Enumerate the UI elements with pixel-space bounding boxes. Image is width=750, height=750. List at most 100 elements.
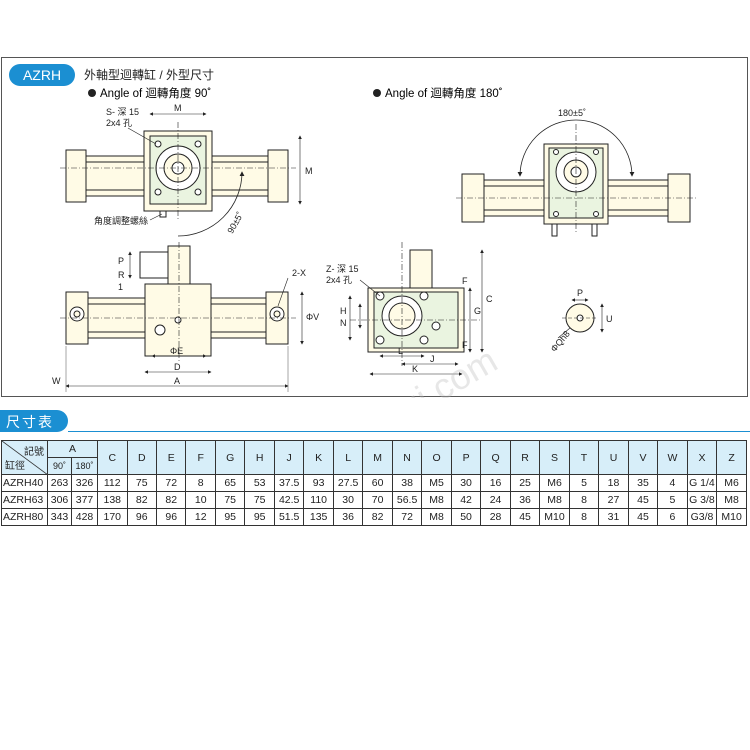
table-cell: M10: [539, 508, 570, 526]
dim-f-bottom: F: [462, 340, 468, 350]
table-cell: 24: [480, 491, 511, 509]
table-cell: 6: [657, 508, 688, 526]
table-cell: 96: [126, 508, 157, 526]
technical-drawing: AZRH 外軸型迴轉缸 / 外型尺寸 Angle of 迴轉角度 90˚ Ang…: [0, 56, 750, 398]
table-cell: 138: [97, 491, 128, 509]
table-cell: M6: [539, 474, 570, 492]
table-cell: 82: [362, 508, 393, 526]
col-header-e: E: [155, 440, 187, 475]
table-cell: 45: [627, 508, 659, 526]
table-cell: 45: [509, 508, 541, 526]
angle-90-label: 90±5˚: [225, 210, 245, 235]
table-cell: 75: [244, 491, 275, 509]
table-cell: 30: [450, 474, 482, 492]
table-cell: 28: [480, 508, 511, 526]
two-x-label: 2-X: [292, 268, 306, 278]
table-cell: 75: [126, 474, 157, 492]
col-header-a-90: 90˚: [47, 457, 72, 475]
col-header-a-180: 180˚: [70, 457, 99, 475]
col-header-c: C: [97, 440, 128, 475]
col-header-g: G: [214, 440, 246, 475]
col-header-n: N: [391, 440, 423, 475]
table-cell: 95: [244, 508, 275, 526]
dimension-table: 記號 缸徑 A C D E F G H J K L M N O P Q R S …: [1, 440, 747, 526]
model-cell: AZRH40: [1, 474, 48, 492]
col-header-x: X: [686, 440, 718, 475]
s-holes-label: 2x4 孔: [106, 118, 132, 128]
col-header-m: M: [362, 440, 393, 475]
table-cell: M8: [421, 508, 452, 526]
adjust-screw-label: 角度調整螺絲: [94, 215, 148, 226]
table-cell: 95: [214, 508, 246, 526]
model-cell: AZRH80: [1, 508, 48, 526]
table-cell: 75: [214, 491, 246, 509]
table-cell: 31: [598, 508, 629, 526]
table-cell: 110: [303, 491, 334, 509]
view-shaft: [557, 298, 604, 339]
table-cell: M8: [539, 491, 570, 509]
table-cell: 16: [480, 474, 511, 492]
view-side: [348, 242, 484, 376]
dim-j: J: [430, 354, 435, 364]
table-cell: 343: [47, 508, 72, 526]
dim-p-shaft: P: [577, 288, 583, 298]
col-header-z: Z: [716, 440, 747, 475]
table-cell: 170: [97, 508, 128, 526]
table-cell: 56.5: [391, 491, 423, 509]
dim-m-right: M: [305, 166, 313, 176]
table-cell: 5: [657, 491, 688, 509]
col-header-f: F: [185, 440, 216, 475]
col-header-s: S: [539, 440, 570, 475]
dim-r-front: R: [118, 270, 125, 280]
dim-phiq: ΦQh8: [549, 329, 572, 354]
table-cell: G3/8: [686, 508, 718, 526]
table-cell: M5: [421, 474, 452, 492]
col-header-w: W: [657, 440, 688, 475]
col-header-q: Q: [480, 440, 511, 475]
table-cell: 45: [627, 491, 659, 509]
table-cell: 326: [70, 474, 99, 492]
drawing-title: 外軸型迴轉缸 / 外型尺寸: [84, 67, 214, 82]
dim-one-front: 1: [118, 282, 123, 292]
table-cell: 72: [391, 508, 423, 526]
col-header-t: T: [568, 440, 600, 475]
table-cell: 8: [568, 491, 600, 509]
table-cell: 263: [47, 474, 72, 492]
table-cell: 10: [185, 491, 216, 509]
col-header-o: O: [421, 440, 452, 475]
table-cell: 36: [332, 508, 364, 526]
col-header-d: D: [126, 440, 157, 475]
table-cell: 93: [303, 474, 334, 492]
bullet-icon: [88, 89, 96, 97]
dim-phie: ΦE: [170, 346, 183, 356]
table-cell: 42.5: [273, 491, 305, 509]
table-cell: 50: [450, 508, 482, 526]
table-cell: 82: [126, 491, 157, 509]
table-cell: G 3/8: [686, 491, 718, 509]
col-header-h: H: [244, 440, 275, 475]
table-cell: 30: [332, 491, 364, 509]
dim-n: N: [340, 318, 347, 328]
dim-c: C: [486, 294, 493, 304]
table-cell: 5: [568, 474, 600, 492]
table-cell: 82: [155, 491, 187, 509]
col-header-a: A: [46, 440, 99, 458]
table-cell: 428: [70, 508, 99, 526]
dim-m-top: M: [174, 103, 182, 113]
col-header-l: L: [332, 440, 364, 475]
dim-h: H: [340, 306, 347, 316]
table-cell: G 1/4: [686, 474, 718, 492]
dim-f-top: F: [462, 276, 468, 286]
table-cell: M6: [716, 474, 747, 492]
col-header-u: U: [598, 440, 629, 475]
table-cell: 8: [568, 508, 600, 526]
drawing-border: [1, 57, 748, 397]
table-cell: M8: [716, 491, 747, 509]
table-cell: M8: [421, 491, 452, 509]
table-cell: 51.5: [273, 508, 305, 526]
angle-180-label: 180±5˚: [558, 108, 586, 118]
table-cell: 37.5: [273, 474, 305, 492]
